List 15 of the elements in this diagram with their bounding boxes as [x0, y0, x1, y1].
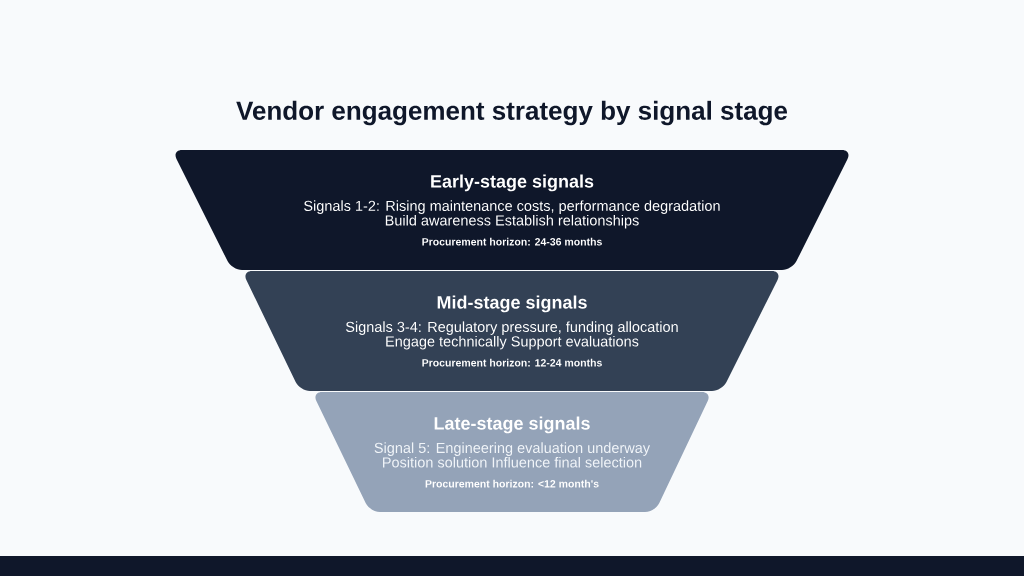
signal-description: Signals 1-2: Rising maintenance costs, performance degradation [304, 200, 720, 214]
title: Vendor engagement strategy by signal stage [236, 100, 788, 126]
signal-description: Signals 3-4: Regulatory pressure, funding allocation [345, 321, 678, 335]
horizon-text: Procurement horizon: <12 month's [425, 479, 599, 488]
strategy-text: Engage technically Support evaluations [386, 335, 639, 350]
strategy-text: Position solution Influence final selection [383, 456, 642, 468]
strategy-text: Build awareness Establish relationships [385, 214, 639, 229]
stage-heading: Mid-stage signals [437, 295, 587, 313]
funnel-segment [175, 150, 849, 270]
stage-heading: Late-stage signals [434, 416, 590, 434]
horizon-text: Procurement horizon: 24-36 months [422, 237, 602, 246]
funnel-segment [315, 392, 709, 512]
stage-heading: Early-stage signals [431, 174, 594, 192]
horizon-text: Procurement horizon: 12-24 months [422, 358, 602, 367]
signal-description: Signal 5: Engineering evaluation underway [374, 442, 651, 456]
